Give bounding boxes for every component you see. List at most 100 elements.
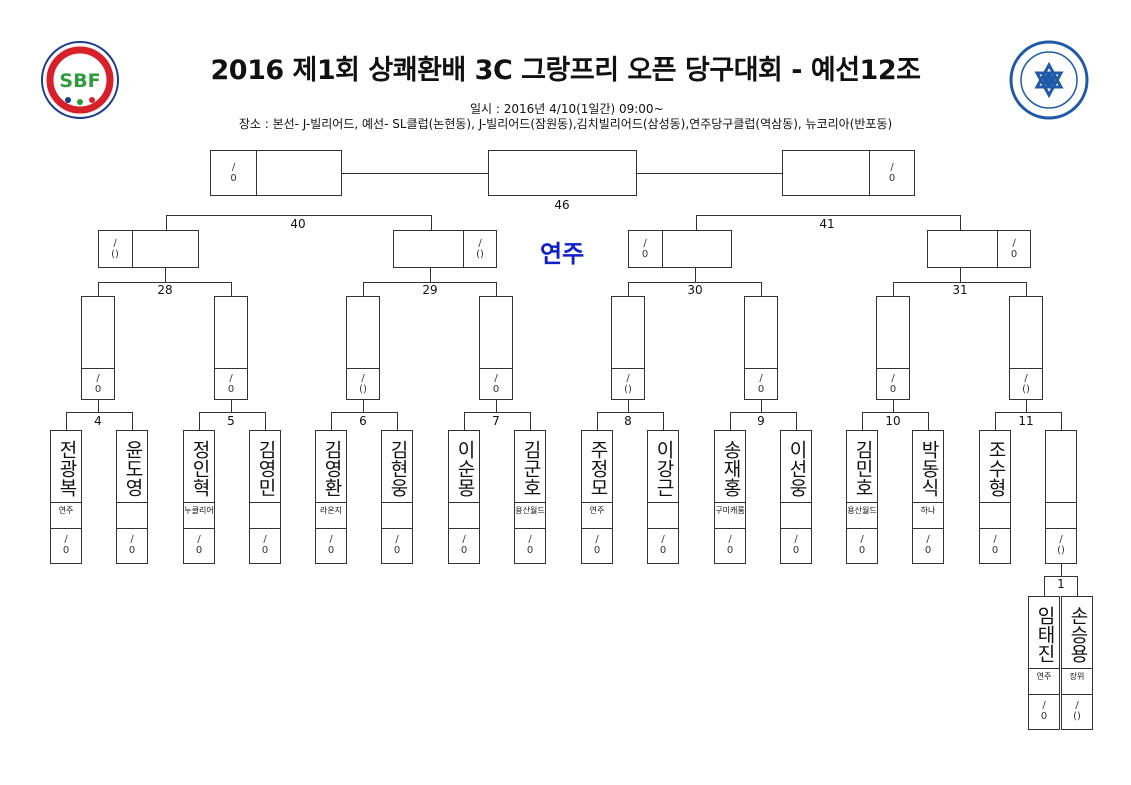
player-club: 용산월드 <box>847 506 877 515</box>
player-card <box>249 430 281 564</box>
round2-divider <box>744 368 778 369</box>
seoul-sports-council-logo-icon <box>1006 40 1092 120</box>
player-card <box>979 430 1011 564</box>
player-score: /0 <box>726 534 734 556</box>
round2-box <box>214 296 248 400</box>
bracket-line <box>695 268 696 282</box>
player-club: 누클리어 <box>184 506 214 515</box>
bracket-line <box>66 412 133 413</box>
bracket-line <box>628 282 762 283</box>
player-club: 연주 <box>58 506 74 515</box>
bracket-line <box>165 268 166 282</box>
event-date: 일시 : 2016년 4/10(1일간) 09:00~ <box>470 102 664 116</box>
round2-box <box>346 296 380 400</box>
player-name: 이선웅 <box>786 439 808 497</box>
player-divider <box>780 528 812 529</box>
round2-divider <box>611 368 645 369</box>
player-divider <box>249 528 281 529</box>
bracket-line <box>363 282 497 283</box>
player-divider <box>581 528 613 529</box>
bracket-line <box>628 400 629 412</box>
player-name: 박동식 <box>918 439 940 497</box>
bracket-line <box>496 400 497 412</box>
bracket-line <box>363 400 364 412</box>
player-divider <box>183 502 215 503</box>
player-card <box>780 430 812 564</box>
player-name: 김민호 <box>852 439 874 497</box>
quarter-score: /0 <box>641 238 649 260</box>
player-name: 조수형 <box>985 439 1007 497</box>
player-divider <box>1061 668 1093 669</box>
player-divider <box>381 502 413 503</box>
player-score: /0 <box>128 534 136 556</box>
player-divider <box>183 528 215 529</box>
player-divider <box>912 502 944 503</box>
round2-divider <box>479 368 513 369</box>
center-label: 연주 <box>540 240 585 268</box>
quarter-score: /0 <box>1010 238 1018 260</box>
player-card <box>448 430 480 564</box>
player-name: 김영환 <box>321 439 343 497</box>
final-center-box <box>488 150 637 196</box>
round2-score: /0 <box>227 373 235 395</box>
bracket-line <box>1077 576 1078 596</box>
final-match-number: 46 <box>554 198 570 212</box>
bracket-line <box>862 412 930 413</box>
bracket-line <box>1044 576 1045 596</box>
bracket-line <box>166 215 432 216</box>
round2-score: /() <box>359 373 367 395</box>
bracket-line <box>928 412 930 430</box>
bracket-line <box>331 412 333 430</box>
player-name: 김영민 <box>255 439 277 497</box>
quarter-box <box>927 230 1031 268</box>
player-score: /0 <box>261 534 269 556</box>
player-divider <box>1045 502 1077 503</box>
player-score: /() <box>1073 700 1081 722</box>
player-divider <box>647 528 679 529</box>
player-divider <box>846 528 878 529</box>
bracket-line <box>397 412 399 430</box>
bracket-line <box>960 215 961 230</box>
quarter-box <box>98 230 199 268</box>
round2-divider <box>1009 368 1043 369</box>
player-name <box>1050 434 1072 502</box>
player-club: 용산월드 <box>515 506 545 515</box>
bracket-line <box>761 282 762 296</box>
quarter-score: /() <box>111 238 119 260</box>
player-divider <box>1061 694 1093 695</box>
player-divider <box>647 502 679 503</box>
final-right-score-cell <box>869 150 915 196</box>
player-score: /() <box>1057 534 1065 556</box>
quarter-divider <box>132 230 133 268</box>
bracket-line <box>1026 400 1027 412</box>
player-divider <box>116 528 148 529</box>
player-score: /0 <box>858 534 866 556</box>
quarter-match-number: 28 <box>157 283 173 297</box>
round2-score: /() <box>624 373 632 395</box>
player-divider <box>1028 668 1060 669</box>
player-score: /0 <box>991 534 999 556</box>
player-name: 이강근 <box>653 439 675 497</box>
semi-match-number: 41 <box>819 217 835 231</box>
bracket-line <box>893 400 894 412</box>
player-divider <box>315 502 347 503</box>
bracket-line <box>696 215 697 230</box>
bracket-line <box>132 412 133 430</box>
sbf-logo-icon: SBF <box>40 40 120 120</box>
player-name: 손승용 <box>1067 605 1089 663</box>
bracket-line <box>596 412 598 430</box>
round2-box <box>876 296 910 400</box>
player-name: 이순몽 <box>454 439 476 497</box>
player-name: 김군호 <box>520 439 542 497</box>
player-card <box>1045 430 1077 564</box>
quarter-box <box>628 230 732 268</box>
round2-divider <box>214 368 248 369</box>
player-name: 주정모 <box>587 439 609 497</box>
round2-box <box>611 296 645 400</box>
bracket-line <box>893 282 894 296</box>
player-card <box>581 430 613 564</box>
player-divider <box>50 502 82 503</box>
player-divider <box>116 502 148 503</box>
player-divider <box>1028 694 1060 695</box>
player-score: /0 <box>327 534 335 556</box>
